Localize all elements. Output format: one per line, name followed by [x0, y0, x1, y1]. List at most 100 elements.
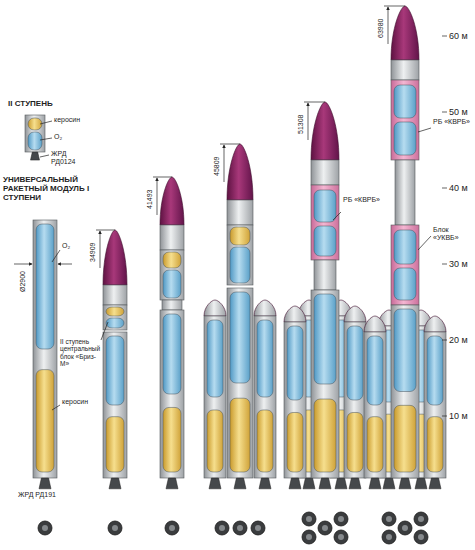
scale-mark: 20 м: [449, 335, 475, 345]
stage-body: [25, 115, 45, 152]
stage-body: [160, 310, 184, 478]
stage-body: [227, 200, 253, 225]
stage-body: [395, 160, 415, 225]
engine-nozzle: [39, 478, 51, 489]
engine-nozzle: [383, 478, 395, 489]
propellant-tank: [287, 412, 303, 472]
nozzle-bottom-view: [38, 521, 52, 535]
nose-fairing: [364, 316, 386, 332]
propellant-tank: [230, 227, 250, 245]
propellant-tank: [257, 320, 273, 397]
leader-line: [388, 7, 389, 44]
leader-line: [308, 103, 309, 140]
engine-nozzle: [31, 152, 40, 160]
nose-fairing: [254, 300, 276, 316]
nozzle-bottom-view: [251, 521, 265, 535]
engine-nozzle: [335, 478, 347, 489]
part-label: O₂: [54, 133, 74, 141]
nose-fairing: [311, 102, 339, 160]
propellant-tank: [36, 370, 54, 472]
stage-body: [391, 305, 419, 478]
propellant-tank: [314, 226, 336, 256]
nozzle-bottom-view: [219, 525, 225, 531]
scale-mark: 50 м: [449, 107, 475, 117]
nozzle-bottom-view: [418, 516, 424, 522]
propellant-tank: [106, 336, 124, 405]
propellant-tank: [367, 336, 383, 405]
propellant-tank: [314, 399, 336, 472]
stage-body: [103, 332, 127, 478]
propellant-tank: [163, 252, 181, 268]
nozzle-bottom-view: [237, 525, 243, 531]
part-label: РБ «КВРБ»: [433, 118, 471, 126]
nose-fairing: [344, 306, 366, 322]
propellant-tank: [427, 336, 443, 405]
propellant-tank: [207, 410, 223, 472]
leader-line: [153, 177, 172, 178]
engine-nozzle: [319, 478, 331, 489]
nose-fairing: [391, 6, 419, 60]
propellant-tank: [287, 326, 303, 400]
propellant-tank: [106, 318, 124, 328]
engine-nozzle: [234, 478, 246, 489]
propellant-tank: [347, 412, 363, 472]
propellant-tank: [314, 190, 336, 222]
nozzle-bottom-view: [215, 521, 229, 535]
height-dimension: 34909: [89, 243, 97, 262]
nozzle-bottom-view: [322, 525, 328, 531]
stage-body: [311, 185, 339, 260]
stage-body: [33, 220, 57, 478]
leader-line: [58, 264, 72, 265]
nose-fairing: [227, 144, 253, 200]
nozzle-bottom-view: [402, 525, 408, 531]
nozzle-bottom-view: [306, 534, 312, 540]
leader-line: [157, 178, 158, 215]
stage-body: [391, 60, 419, 80]
nozzle-bottom-view: [334, 530, 348, 544]
nose-fairing: [284, 306, 306, 322]
propellant-tank: [28, 118, 42, 130]
nozzle-bottom-view: [42, 525, 48, 531]
engine-nozzle: [289, 478, 301, 489]
propellant-tank: [367, 417, 383, 472]
part-label: II ступень центральный блок «Бриз-М»: [60, 338, 102, 367]
stage-body: [227, 225, 253, 285]
nozzle-bottom-view: [386, 534, 392, 540]
stage-body: [391, 80, 419, 160]
nose-fairing: [204, 300, 226, 316]
stage-body: [103, 285, 127, 305]
propellant-tank: [394, 309, 416, 392]
propellant-tank: [394, 230, 416, 264]
leader-line: [442, 264, 447, 265]
stage-body: [314, 260, 336, 290]
stage-body: [160, 225, 184, 250]
leader-line: [52, 405, 60, 410]
leader-line: [40, 121, 52, 124]
engine-nozzle: [209, 478, 221, 489]
engine-nozzle: [369, 478, 381, 489]
nozzle-bottom-view: [108, 521, 122, 535]
leader-line: [442, 36, 447, 37]
nozzle-bottom-view: [306, 516, 312, 522]
leader-line: [101, 322, 108, 340]
scale-mark: 40 м: [449, 183, 475, 193]
nozzle-bottom-view: [382, 530, 396, 544]
height-dimension: 41493: [146, 190, 154, 209]
nozzle-bottom-view: [414, 530, 428, 544]
engine-nozzle: [415, 478, 427, 489]
stage-body: [204, 316, 226, 478]
nozzle-bottom-view: [334, 512, 348, 526]
engine-nozzle: [166, 478, 178, 489]
nozzle-bottom-view: [386, 516, 392, 522]
stage-body: [160, 250, 184, 300]
leader-line: [96, 230, 115, 231]
leader-line: [384, 6, 405, 7]
stage-body: [254, 316, 276, 478]
part-label: керосин: [62, 398, 102, 406]
engine-nozzle: [399, 478, 411, 489]
height-dimension: Ø2900: [19, 271, 27, 292]
nozzle-bottom-view: [255, 525, 261, 531]
leader-line: [333, 212, 341, 220]
part-label: УНИВЕРСАЛЬНЫЙ РАКЕТНЫЙ МОДУЛЬ I СТУПЕНИ: [3, 176, 91, 203]
propellant-tank: [106, 307, 124, 316]
